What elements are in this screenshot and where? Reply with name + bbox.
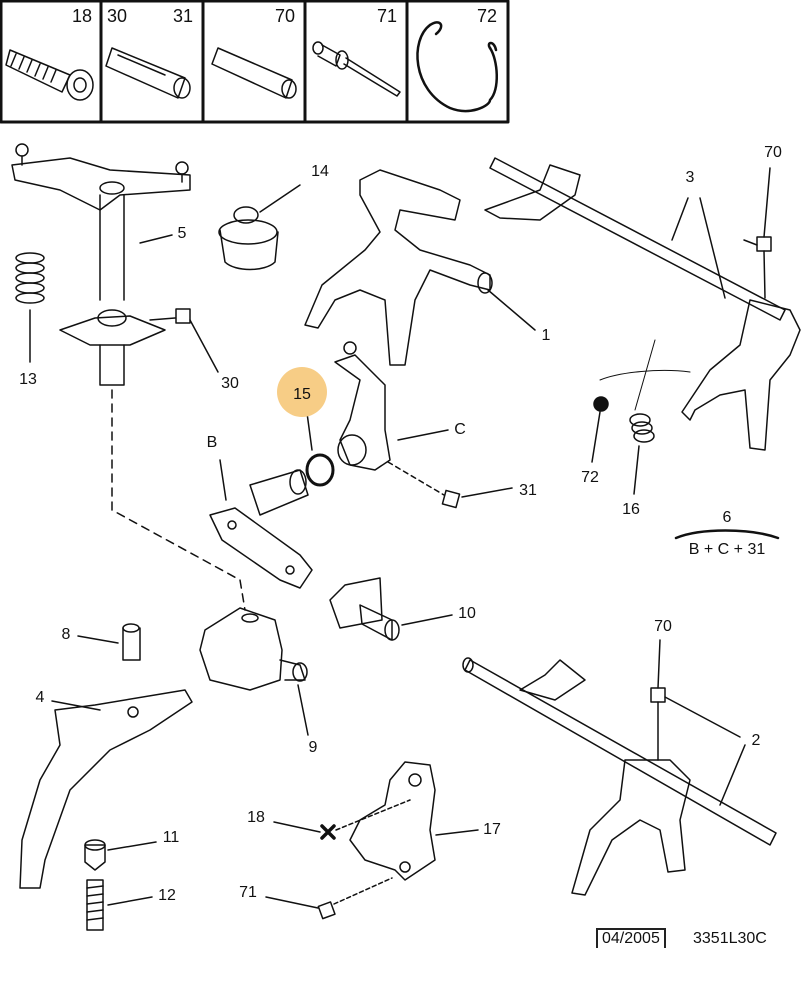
header-label-18: 18 [72,6,93,26]
split-pin-icon [105,47,191,99]
selector-rail-part-2 [462,639,777,896]
callout-4[interactable]: 4 [35,689,45,706]
callout-13[interactable]: 13 [19,371,37,388]
ball-part-72 [591,396,609,463]
roll-pin-icon [211,47,297,99]
header-label-30: 30 [107,6,128,26]
callout-11[interactable]: 11 [162,829,180,846]
selector-rail-part-3 [484,157,801,451]
screw-mark-18 [273,799,411,840]
pin-part-8 [77,623,141,661]
callout-72[interactable]: 72 [581,469,599,486]
callout-6-contents: B + C + 31 [688,541,766,558]
rivet-icon [312,41,401,97]
diagram-code: 3351L30C [693,930,767,947]
selector-part-4 [19,689,193,889]
bushing-part-14 [218,184,301,271]
selector-finger-part-9 [199,607,309,736]
plunger-part-11 [84,839,157,871]
screw-icon [5,49,94,101]
date-stamp: 04/2005 [596,928,666,948]
callout-17[interactable]: 17 [483,821,501,838]
selector-lever-part-5 [11,143,219,386]
washer-part-15 [305,412,335,487]
split-pin-link-31 [387,461,513,509]
shaft-part-b [209,459,313,589]
lever-part-c [334,341,449,471]
callout-70-top[interactable]: 70 [764,144,782,161]
rivet-link-71 [265,877,393,920]
header-frame [0,0,510,124]
callout-1[interactable]: 1 [541,327,551,344]
callout-9[interactable]: 9 [308,739,318,756]
callout-15[interactable]: 15 [293,386,311,403]
highlight-marker-15 [277,367,327,417]
spring-part-16 [629,413,655,495]
callout-12[interactable]: 12 [158,887,176,904]
selector-fork-part-1 [304,169,536,366]
callout-31[interactable]: 31 [519,482,537,499]
callout-18[interactable]: 18 [247,809,265,826]
callout-70-bottom[interactable]: 70 [654,618,672,635]
header-label-31: 31 [173,6,194,26]
callout-c[interactable]: C [454,421,466,438]
spring-part-12 [86,879,153,931]
callout-6[interactable]: 6 [722,509,732,526]
callout-30[interactable]: 30 [221,375,239,392]
circlip-icon [416,21,498,113]
kit-bracket [674,529,780,540]
callout-5[interactable]: 5 [177,225,187,242]
callout-b[interactable]: B [206,434,218,451]
callout-2[interactable]: 2 [751,732,761,749]
callout-71[interactable]: 71 [239,884,257,901]
assembly-axis-line [111,389,246,611]
pin-part-10 [329,577,453,641]
header-label-70: 70 [275,6,296,26]
callout-16[interactable]: 16 [622,501,640,518]
callout-14[interactable]: 14 [311,163,329,180]
header-label-71: 71 [377,6,398,26]
header-label-72: 72 [477,6,498,26]
callout-8[interactable]: 8 [61,626,71,643]
spring-part-13 [15,252,45,363]
bracket-part-17 [349,761,479,881]
callout-3[interactable]: 3 [685,169,695,186]
callout-10[interactable]: 10 [458,605,476,622]
